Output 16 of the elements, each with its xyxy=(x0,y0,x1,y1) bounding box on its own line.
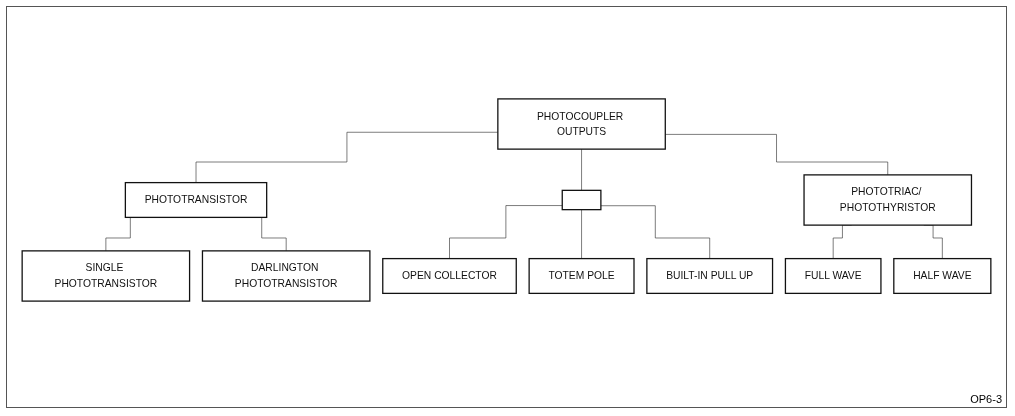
node-box: OPEN COLLECTOR xyxy=(382,257,517,294)
connector xyxy=(581,148,582,191)
node-box xyxy=(561,189,602,211)
node-box: BUILT-IN PULL UP xyxy=(646,257,774,294)
connector xyxy=(600,205,711,259)
node-box: PHOTOTRIAC/ PHOTOTHYRISTOR xyxy=(803,174,973,226)
connector xyxy=(581,209,582,259)
node-box: TOTEM POLE xyxy=(528,257,635,294)
node-box: PHOTOTRANSISTOR xyxy=(124,181,268,219)
connector xyxy=(449,205,563,259)
node-box: HALF WAVE xyxy=(893,257,992,294)
node-box: PHOTOCOUPLER OUTPUTS xyxy=(497,98,666,150)
figure-code: OP6-3 xyxy=(970,393,1002,405)
node-box: DARLINGTON PHOTOTRANSISTOR xyxy=(201,250,371,302)
node-box: FULL WAVE xyxy=(784,257,882,294)
node-box: SINGLE PHOTOTRANSISTOR xyxy=(21,250,191,302)
